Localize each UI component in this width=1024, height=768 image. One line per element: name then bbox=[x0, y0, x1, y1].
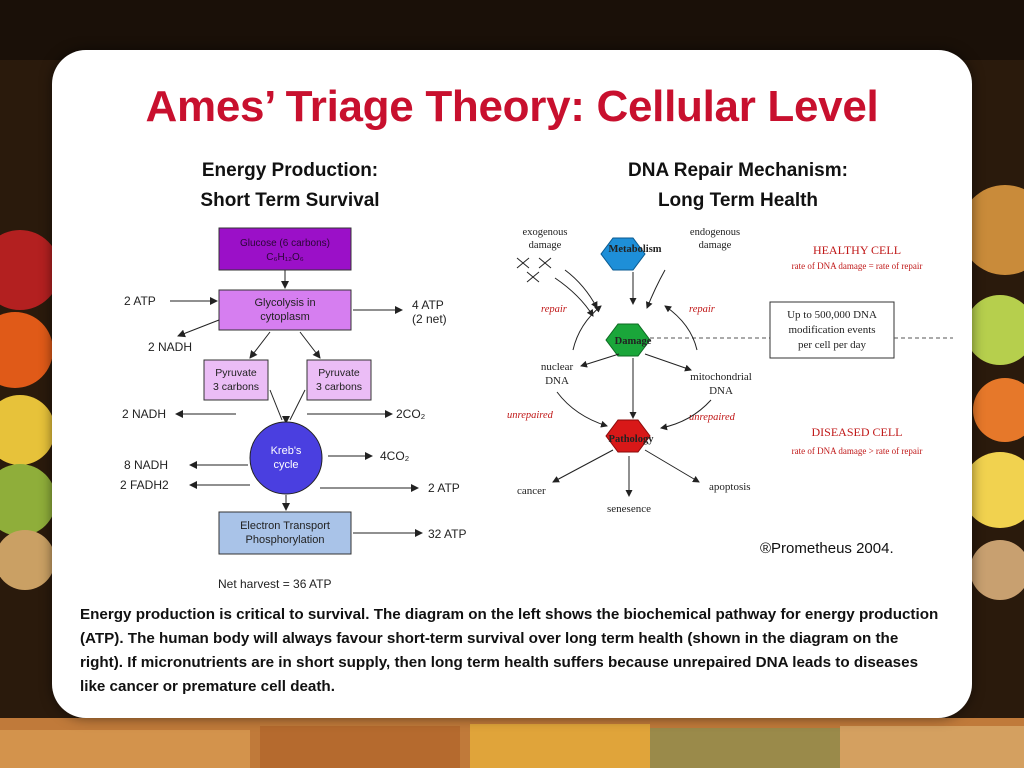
repair-label-left: repair bbox=[541, 304, 568, 315]
etc-label-2: Phosphorylation bbox=[246, 534, 325, 546]
pyruvate-left-box bbox=[203, 359, 269, 401]
dna-repair-diagram: exogenous damage endogenous damage Metab… bbox=[507, 227, 953, 515]
healthy-cell-rate: rate of DNA damage = rate of repair bbox=[792, 261, 923, 271]
atp-output-1: 4 ATP bbox=[412, 298, 444, 312]
etc-label-1: Electron Transport bbox=[240, 520, 330, 532]
endogenous-label-1: endogenous bbox=[690, 227, 740, 238]
dna-heading: DNA Repair Mechanism: Long Term Health bbox=[588, 156, 888, 216]
glucose-label: Glucose (6 carbons) bbox=[240, 238, 330, 249]
slide-title: Ames’ Triage Theory: Cellular Level bbox=[145, 82, 879, 131]
nuclear-dna-label-2: DNA bbox=[545, 375, 569, 387]
diseased-cell-rate: rate of DNA damage > rate of repair bbox=[792, 446, 923, 456]
glycolysis-box bbox=[218, 289, 352, 331]
glucose-box bbox=[218, 227, 352, 271]
electron-transport-box bbox=[218, 511, 352, 555]
slide-caption: Energy production is critical to surviva… bbox=[80, 606, 939, 695]
pathology-label: Pathology bbox=[609, 434, 655, 445]
metabolism-hexagon bbox=[600, 237, 646, 271]
mito-dna-label-2: DNA bbox=[709, 385, 733, 397]
energy-heading: Energy Production: Short Term Survival bbox=[140, 156, 440, 216]
unrepaired-label-left: unrepaired bbox=[507, 410, 554, 421]
nadh-krebs: 8 NADH bbox=[124, 458, 168, 472]
nadh-pyruvate: 2 NADH bbox=[122, 407, 166, 421]
glycolysis-label-2: cytoplasm bbox=[260, 311, 310, 323]
dna-events-box bbox=[769, 301, 895, 359]
dna-heading-line-2: Long Term Health bbox=[657, 190, 819, 211]
apoptosis-label: apoptosis bbox=[709, 481, 751, 493]
atp-krebs: 2 ATP bbox=[428, 481, 460, 495]
atp-input: 2 ATP bbox=[124, 294, 156, 308]
fadh2-krebs: 2 FADH2 bbox=[120, 478, 169, 492]
damage-label: Damage bbox=[615, 336, 652, 347]
pyruvate-right-label-2: 3 carbons bbox=[316, 381, 362, 393]
pyruvate-left-label-1: Pyruvate bbox=[215, 367, 257, 379]
senesence-label: senesence bbox=[607, 503, 651, 515]
dna-heading-line-1: DNA Repair Mechanism: bbox=[628, 160, 848, 181]
energy-heading-line-1: Energy Production: bbox=[201, 160, 379, 181]
exogenous-label-2: damage bbox=[529, 240, 562, 251]
atp-etc: 32 ATP bbox=[428, 527, 466, 541]
unrepaired-label-right: unrepaired bbox=[689, 412, 736, 423]
pyruvate-right-label-1: Pyruvate bbox=[318, 367, 360, 379]
pyruvate-left-label-2: 3 carbons bbox=[213, 381, 259, 393]
endogenous-label-2: damage bbox=[699, 240, 732, 251]
copyright-note: ®Prometheus 2004. bbox=[760, 540, 894, 557]
cancer-label: cancer bbox=[517, 485, 546, 497]
dna-events-line-2: modification events bbox=[788, 324, 875, 336]
energy-pathway-diagram: Glucose (6 carbons) C₆H₁₂O₆ Glycolysis i… bbox=[120, 227, 466, 591]
energy-heading-line-2: Short Term Survival bbox=[200, 190, 380, 211]
krebs-label-1: Kreb's bbox=[271, 445, 302, 457]
nuclear-dna-label-1: nuclear bbox=[541, 361, 574, 373]
krebs-cycle-circle bbox=[249, 421, 323, 495]
repair-label-right: repair bbox=[689, 304, 716, 315]
pathology-hexagon bbox=[605, 419, 651, 453]
pyruvate-right-box bbox=[306, 359, 372, 401]
glucose-formula: C₆H₁₂O₆ bbox=[266, 252, 304, 263]
co2-pyruvate: 2CO₂ bbox=[396, 407, 426, 421]
net-harvest: Net harvest = 36 ATP bbox=[218, 577, 332, 591]
dna-events-line-3: per cell per day bbox=[798, 339, 867, 351]
exogenous-label-1: exogenous bbox=[523, 227, 568, 238]
metabolism-label: Metabolism bbox=[608, 244, 661, 255]
mito-dna-label-1: mitochondrial bbox=[690, 371, 752, 383]
damage-hexagon bbox=[605, 323, 651, 357]
co2-krebs: 4CO₂ bbox=[380, 449, 410, 463]
damage-x-marks bbox=[516, 257, 552, 283]
atp-output-2: (2 net) bbox=[412, 312, 447, 326]
krebs-label-2: cycle bbox=[273, 459, 298, 471]
healthy-cell-label: HEALTHY CELL bbox=[813, 243, 901, 257]
glycolysis-label-1: Glycolysis in bbox=[254, 297, 315, 309]
dna-events-line-1: Up to 500,000 DNA bbox=[787, 309, 877, 321]
diseased-cell-label: DISEASED CELL bbox=[812, 425, 903, 439]
nadh-glycolysis: 2 NADH bbox=[148, 340, 192, 354]
